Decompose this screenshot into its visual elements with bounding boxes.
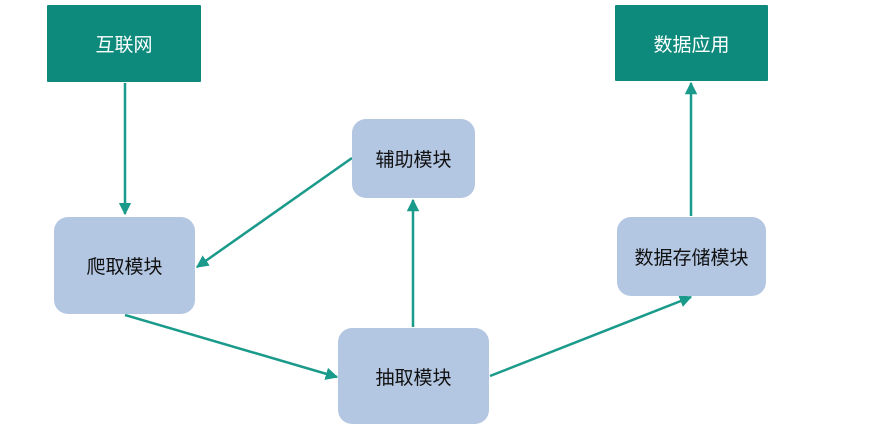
node-storage-module-label: 数据存储模块 (634, 247, 749, 269)
node-extract-module: 抽取模块 (338, 328, 489, 424)
node-crawler-module: 爬取模块 (54, 217, 195, 314)
node-crawler-module-label: 爬取模块 (86, 256, 163, 278)
node-storage-module: 数据存储模块 (617, 217, 766, 296)
arrow-helper-to-crawler (195, 156, 353, 269)
arrow-crawler-to-extract (124, 313, 339, 380)
node-helper-module-label: 辅助模块 (375, 149, 452, 171)
node-internet-label: 互联网 (95, 34, 153, 56)
node-extract-module-label: 抽取模块 (375, 366, 452, 389)
arrow-extract-to-storage (489, 295, 693, 378)
node-helper-module: 辅助模块 (352, 119, 475, 198)
node-internet: 互联网 (47, 5, 201, 82)
node-data-application: 数据应用 (615, 5, 768, 81)
node-data-application-label: 数据应用 (653, 33, 730, 56)
